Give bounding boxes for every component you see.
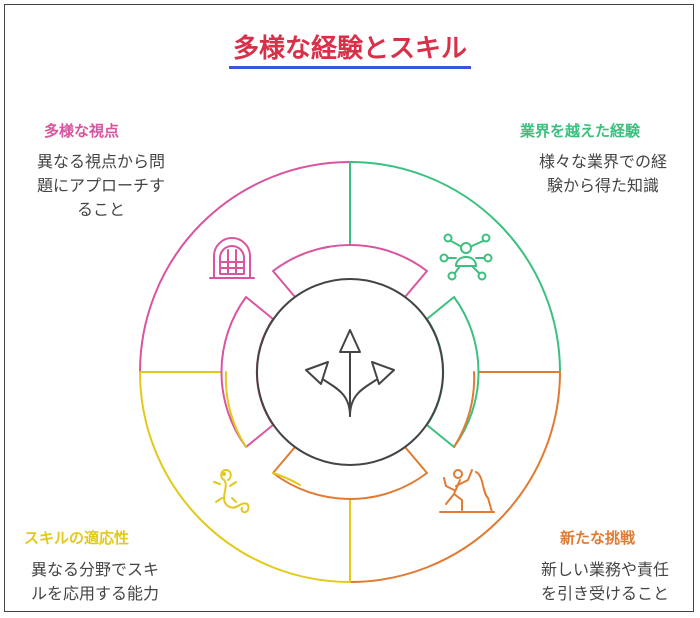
label-cross-industry: 業界を越えた経験 [520,122,641,140]
desc-skill-adaptability: 異なる分野でスキ ルを応用する能力 [10,558,180,606]
desc-line: 験から得た知識 [546,176,659,195]
lizard-icon [213,469,250,514]
desc-line: 新しい業務や責任 [540,560,669,579]
network-person-icon [439,233,493,281]
desc-line: 題にアプローチす [36,176,165,195]
outer-segment-bottom-left [139,371,351,583]
climber-icon [439,469,495,513]
desc-new-challenge: 新しい業務や責任 を引き受けること [520,558,690,606]
desc-line: ルを応用する能力 [30,584,159,603]
desc-cross-industry: 様々な業界での経 験から得た知識 [518,150,688,198]
window-icon [209,237,255,279]
desc-line: 異なる分野でスキ [30,560,159,579]
inner-segment-top-right-orange [453,371,476,448]
desc-line: ること [76,200,125,219]
label-new-challenge: 新たな挑戦 [560,529,636,547]
inner-segment-left-yellow [224,371,247,448]
desc-line: を引き受けること [540,584,669,603]
outer-segment-bottom-right [349,371,561,583]
desc-diverse-perspective: 異なる視点から問 題にアプローチす ること [16,150,186,222]
page-title: 多様な経験とスキル [0,28,700,69]
desc-line: 異なる視点から問 [36,152,165,171]
inner-segment-bottom-yellow [272,472,301,486]
outer-segment-top-left [139,161,351,373]
diverging-arrows-icon [305,329,395,417]
label-diverse-perspective: 多様な視点 [44,122,120,140]
outer-segment-top-right [349,161,561,373]
desc-line: 様々な業界での経 [538,152,667,171]
label-skill-adaptability: スキルの適応性 [24,529,130,547]
